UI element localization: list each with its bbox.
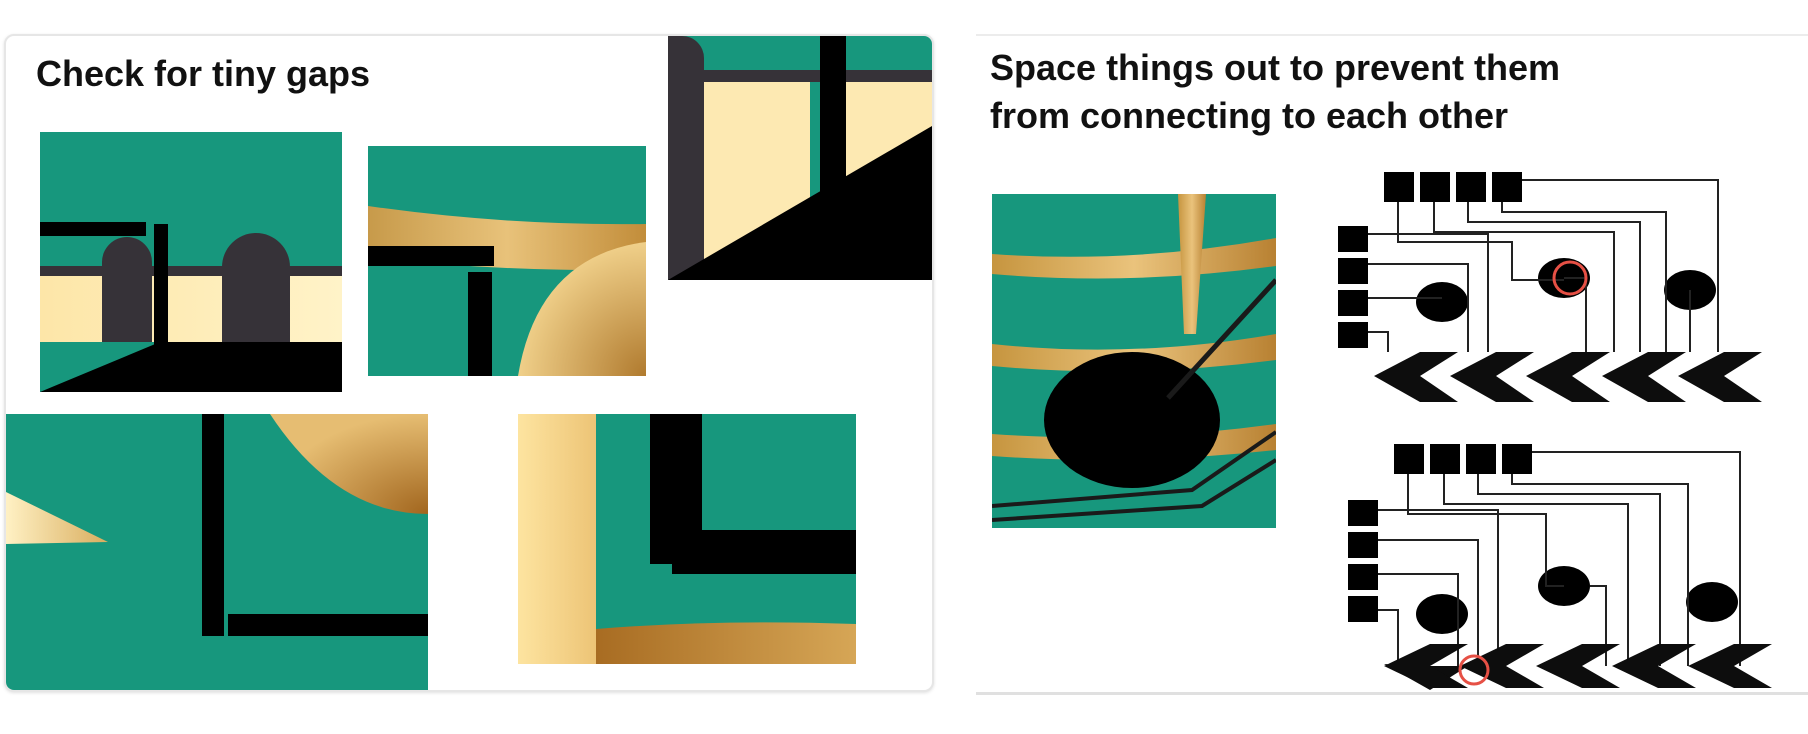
black-post: [468, 272, 492, 376]
trace: [1532, 451, 1741, 666]
chevron-shape: [1460, 644, 1544, 688]
gap-example-arches: [40, 132, 342, 392]
black-post: [154, 224, 168, 354]
gap-example-corner: [668, 36, 932, 280]
trace: [1378, 609, 1399, 666]
cream-wedge: [6, 492, 108, 544]
trace: [1433, 202, 1615, 352]
gold-curve: [270, 414, 428, 514]
red-circle-icon: [1458, 654, 1490, 686]
trace: [1407, 474, 1564, 587]
trace: [1477, 474, 1661, 666]
chevron-row: [1374, 352, 1762, 402]
chevron-shape: [1688, 644, 1772, 688]
red-circle-icon: [1552, 260, 1588, 296]
spacing-title-line-1: Space things out to prevent them: [990, 47, 1561, 88]
trace: [1368, 263, 1469, 352]
spacing-title: Space things out to prevent them from co…: [990, 44, 1690, 140]
trace: [1443, 474, 1629, 666]
connector-pad: [1466, 444, 1496, 474]
black-post: [820, 36, 846, 196]
cream-column: [518, 414, 596, 664]
connector-pad: [1348, 596, 1378, 622]
spacing-title-line-2: from connecting to each other: [990, 95, 1509, 136]
gold-stem: [1178, 194, 1206, 334]
black-floor: [40, 342, 342, 392]
round-pad: [1416, 282, 1468, 322]
black-bar: [368, 246, 494, 266]
tiny-gaps-title: Check for tiny gaps: [36, 53, 371, 94]
cream-strip: [40, 272, 342, 342]
dark-rail: [668, 70, 932, 82]
black-bar: [672, 530, 856, 574]
round-pad: [1686, 582, 1738, 622]
black-block: [650, 414, 702, 530]
connector-pad: [1338, 290, 1368, 316]
chevron-shape: [1374, 352, 1458, 402]
overlap-detail-image: [992, 194, 1276, 528]
connector-pad: [1348, 532, 1378, 558]
connector-pad: [1456, 172, 1486, 202]
spacing-panel: Space things out to prevent them from co…: [976, 34, 1808, 695]
trace: [1522, 179, 1719, 352]
trace: [1511, 474, 1689, 666]
gap-example-gutter: [518, 414, 856, 664]
chevron-shape: [1612, 644, 1696, 688]
gold-band: [596, 622, 856, 664]
connector-pad: [1384, 172, 1414, 202]
trace: [1467, 202, 1641, 352]
connector-pad: [1338, 258, 1368, 284]
connector-pad: [1394, 444, 1424, 474]
gold-curve: [518, 242, 646, 376]
left-arch: [102, 237, 152, 342]
black-post: [202, 414, 224, 636]
black-bar: [40, 222, 146, 236]
trace-line-3: [992, 458, 1276, 522]
connector-pad: [1420, 172, 1450, 202]
chevron-shape: [1384, 644, 1468, 688]
connector-pad: [1338, 226, 1368, 252]
black-bar: [228, 614, 428, 636]
trace: [1590, 585, 1607, 666]
dark-pillar: [668, 36, 704, 280]
chevron-shape: [1678, 352, 1762, 402]
connector-pad: [1348, 564, 1378, 590]
round-pad: [1416, 594, 1468, 634]
connector-pad: [1338, 322, 1368, 348]
circuit-diagram-good-spacing: [1348, 444, 1772, 690]
trace: [1501, 202, 1667, 352]
connector-pad: [1430, 444, 1460, 474]
chevron-shape: [1536, 644, 1620, 688]
black-wedge: [668, 126, 932, 280]
chevron-shape: [1526, 352, 1610, 402]
trace: [1397, 202, 1564, 281]
chevron-shape: [1602, 352, 1686, 402]
chevron-shape: [1450, 352, 1534, 402]
trace-line-2: [992, 430, 1276, 508]
trace: [1378, 539, 1479, 666]
gap-example-l-shape: [6, 414, 428, 690]
connector-pad: [1492, 172, 1522, 202]
connector-pad: [1348, 500, 1378, 526]
circuit-diagram-bad-spacing: [1338, 172, 1762, 402]
trace: [1378, 509, 1499, 666]
right-arch: [222, 233, 290, 342]
dark-rail: [40, 266, 342, 276]
trace: [1378, 573, 1459, 666]
connector-pad: [1502, 444, 1532, 474]
trace: [1368, 331, 1389, 352]
gap-example-bands: [368, 146, 646, 376]
trace: [1368, 233, 1489, 352]
trace-line-1: [1166, 278, 1276, 400]
gold-band-1: [992, 238, 1276, 279]
tiny-gaps-panel: Check for tiny gaps: [4, 34, 934, 692]
